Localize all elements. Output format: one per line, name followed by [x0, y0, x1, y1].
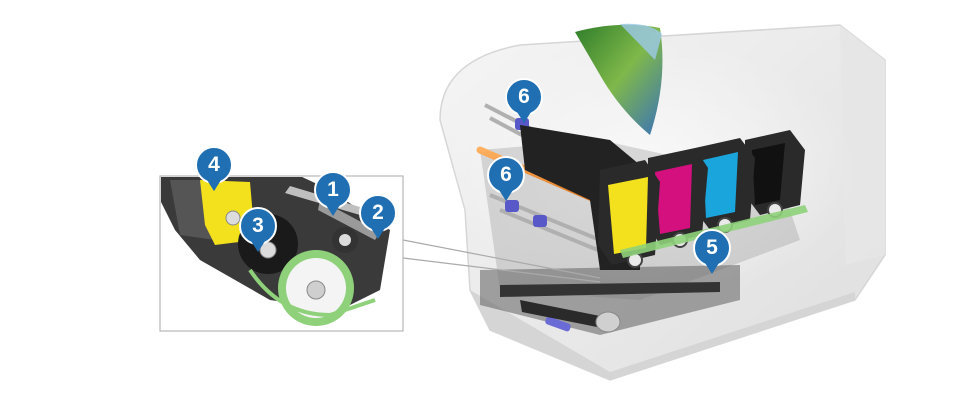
toner-cyan	[695, 138, 755, 233]
map-pin-icon	[505, 78, 543, 123]
toner-yellow	[598, 160, 660, 268]
map-pin-icon	[359, 194, 397, 239]
toner-cartridges	[598, 130, 808, 268]
transfer-roller	[520, 300, 621, 333]
map-pin-icon	[693, 229, 731, 274]
marker-6-bottom: 6	[486, 155, 526, 203]
marker-1: 1	[313, 170, 353, 218]
marker-5: 5	[692, 228, 732, 276]
marker-2: 2	[358, 193, 398, 241]
marker-label: 3	[252, 214, 264, 237]
marker-label: 6	[518, 85, 530, 108]
toner-black	[745, 130, 805, 218]
paper-tray	[480, 265, 740, 335]
map-pin-icon	[195, 146, 233, 191]
marker-6-top: 6	[504, 77, 544, 125]
marker-label: 2	[372, 201, 384, 224]
callout-lines	[402, 239, 601, 283]
toner-magenta	[648, 148, 708, 248]
marker-label: 1	[327, 178, 339, 201]
map-pin-icon	[314, 171, 352, 216]
marker-label: 6	[500, 163, 512, 186]
map-pin-icon	[239, 207, 277, 252]
marker-3: 3	[238, 206, 278, 254]
printed-photo-sheet	[575, 23, 663, 135]
marker-label: 5	[706, 236, 718, 259]
marker-label: 4	[208, 153, 220, 176]
marker-4: 4	[194, 145, 234, 193]
map-pin-icon	[487, 156, 525, 201]
